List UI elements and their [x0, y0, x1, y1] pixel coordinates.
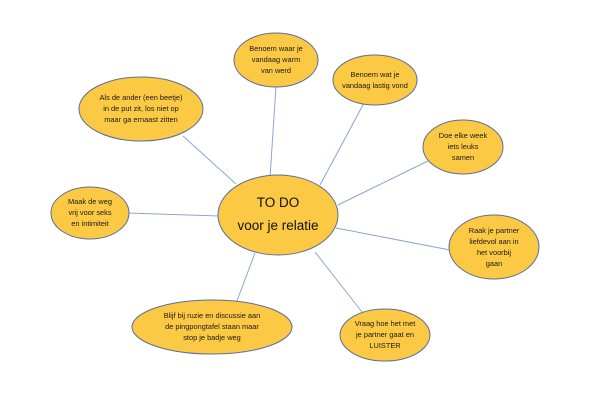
- connector-luister: [314, 251, 363, 313]
- node-voorbij-line-3: het voorbij: [477, 248, 511, 257]
- node-warm-line-3: van werd: [261, 66, 291, 75]
- node-voorbij-line-4: gaan: [486, 259, 502, 268]
- node-luister-line-2: je partner gaat en: [355, 330, 414, 339]
- connector-warm: [269, 85, 277, 179]
- node-ruzie-line-2: de pingpongtafel staan maar: [165, 322, 259, 331]
- node-lastig-bubble: [332, 54, 418, 106]
- node-voorbij-line-1: Raak je partner: [469, 226, 520, 235]
- node-voorbij-bubble: [448, 214, 540, 280]
- connector-leuks: [337, 160, 429, 206]
- node-luister-line-1: Vraag hoe het met: [355, 319, 416, 328]
- node-lastig-line-2: vandaag lastig vond: [342, 81, 408, 90]
- node-put-line-2: in de put zit, los niet op: [103, 104, 179, 113]
- node-seks-bubble: [50, 186, 130, 240]
- node-luister: Vraag hoe het met je partner gaat en LUI…: [339, 308, 431, 362]
- node-voorbij: Raak je partner liefdevol aan in het voo…: [448, 214, 540, 280]
- node-ruzie-line-3: stop je badje weg: [183, 333, 241, 342]
- node-voorbij-line-2: liefdevol aan in: [469, 237, 518, 246]
- node-ruzie: Blijf bij ruzie en discussie aan de ping…: [131, 299, 293, 355]
- node-warm: Benoem waar je vandaag warm van werd: [233, 32, 319, 88]
- node-warm-line-2: vandaag warm: [252, 55, 300, 64]
- node-luister-bubble: [339, 308, 431, 362]
- node-leuks-line-3: samen: [452, 153, 474, 162]
- node-leuks-line-2: iets leuks: [448, 142, 479, 151]
- connectors: [126, 85, 451, 313]
- center-title-line-1: TO DO: [257, 195, 300, 210]
- node-leuks: Doe elke week iets leuks samen: [422, 119, 504, 175]
- node-seks-line-3: en intimiteit: [71, 219, 108, 228]
- node-lastig: Benoem wat je vandaag lastig vond: [332, 54, 418, 106]
- connector-voorbij: [335, 227, 451, 251]
- connector-lastig: [319, 102, 365, 186]
- node-lastig-line-1: Benoem wat je: [351, 70, 400, 79]
- node-put-bubble: [78, 76, 204, 142]
- node-luister-line-3: LUISTER: [369, 341, 400, 350]
- center-bubble: [217, 174, 339, 256]
- node-ruzie-line-1: Blijf bij ruzie en discussie aan: [164, 311, 261, 320]
- node-leuks-bubble: [422, 119, 504, 175]
- connector-seks: [126, 212, 220, 217]
- node-put-line-1: Als de ander (een beetje): [100, 93, 183, 102]
- node-warm-line-1: Benoem waar je: [249, 44, 302, 53]
- connector-put: [182, 135, 237, 185]
- node-seks-line-2: vrij voor seks: [68, 208, 111, 217]
- node-seks: Maak de weg vrij voor seks en intimiteit: [50, 186, 130, 240]
- center-topic: TO DO voor je relatie: [217, 174, 339, 256]
- node-seks-line-1: Maak de weg: [68, 197, 112, 206]
- node-put: Als de ander (een beetje) in de put zit,…: [78, 76, 204, 142]
- node-warm-bubble: [233, 32, 319, 88]
- node-put-line-3: maar ga ernaast zitten: [104, 115, 178, 124]
- connector-ruzie: [234, 252, 256, 307]
- center-title-line-2: voor je relatie: [237, 218, 318, 233]
- node-ruzie-bubble: [131, 299, 293, 355]
- node-leuks-line-1: Doe elke week: [439, 131, 488, 140]
